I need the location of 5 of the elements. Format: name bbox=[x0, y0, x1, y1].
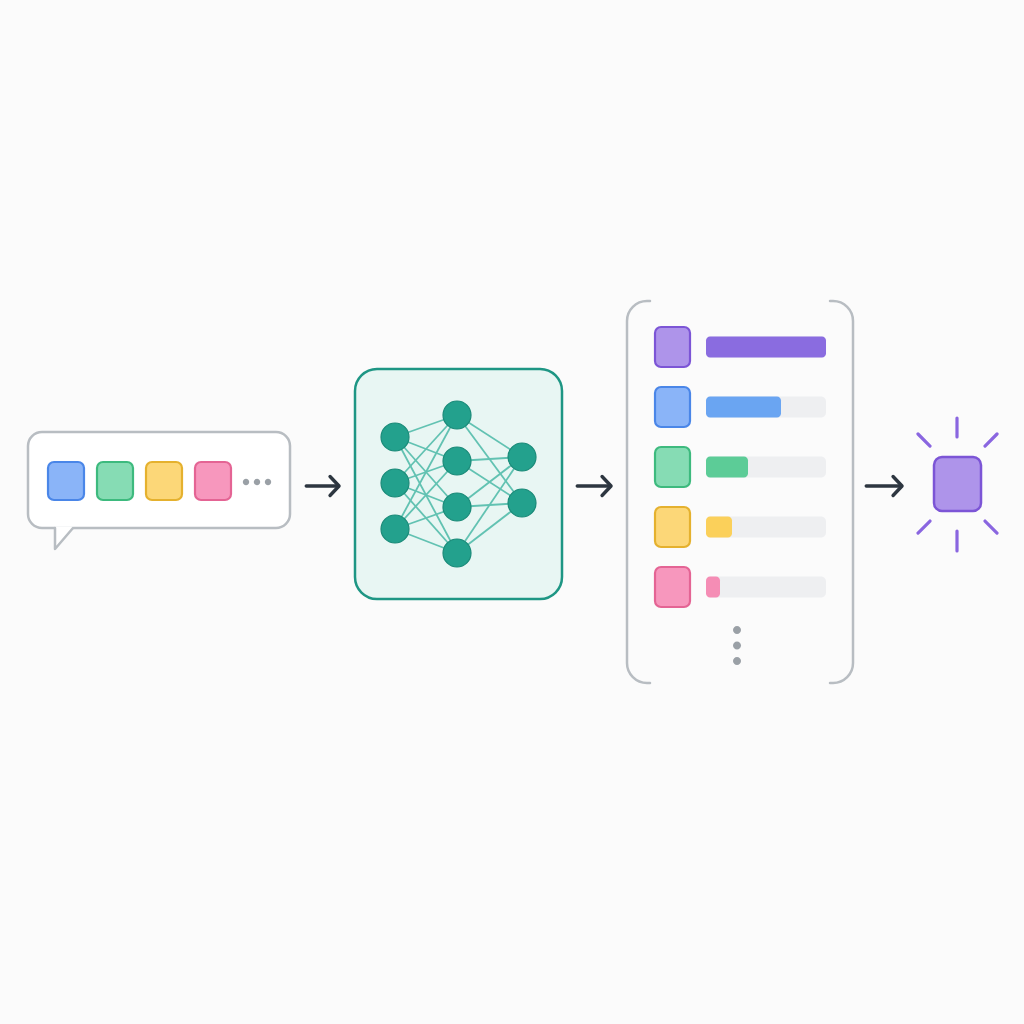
bracket-panel bbox=[625, 299, 855, 685]
arrow bbox=[864, 474, 904, 498]
output-tile bbox=[932, 455, 983, 513]
arrow bbox=[575, 474, 613, 498]
arrow bbox=[304, 474, 341, 498]
